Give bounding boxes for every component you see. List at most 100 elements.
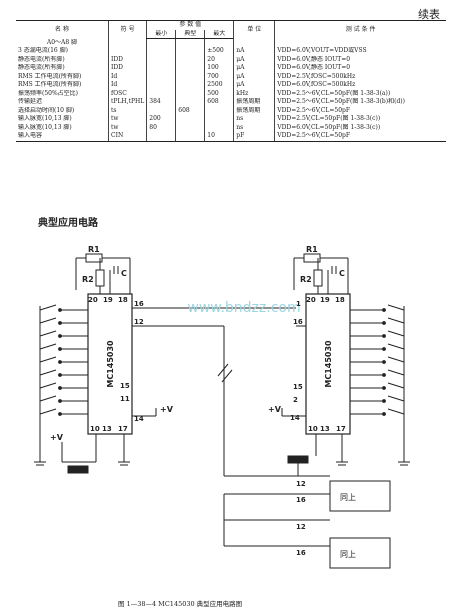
switch	[39, 408, 88, 416]
cell-name: 静态电流(所有脚)	[18, 55, 65, 63]
cell-max: 100	[204, 64, 234, 73]
cell-name: RMS 工作电流(所有脚)	[18, 81, 82, 88]
table-header-row: 名 称 符 号 参 数 值 单 位 测 试 条 件	[16, 20, 446, 39]
cell-min	[146, 72, 176, 81]
cell-symbol: IDD	[107, 64, 147, 73]
cell-min: 384	[146, 98, 176, 107]
section-title: 典型应用电路	[38, 218, 98, 229]
left-r1-label: R1	[88, 245, 100, 254]
same-block-1	[329, 480, 391, 512]
left-pushbutton	[67, 465, 89, 474]
cell-min	[146, 47, 176, 56]
cell-min	[146, 106, 176, 115]
cell-min: 80	[146, 123, 176, 132]
cell-cond: VDD=6.0V,fOSC=500kHz	[274, 81, 446, 90]
continued-label: 续表	[418, 8, 440, 21]
col-unit: 单 位	[233, 20, 275, 39]
svg-text:19: 19	[320, 296, 330, 304]
svg-text:20: 20	[88, 296, 98, 304]
switch	[39, 304, 88, 312]
col-name: 名 称	[16, 20, 109, 39]
svg-text:13: 13	[320, 425, 330, 433]
switch	[350, 317, 405, 325]
cell-min	[146, 55, 176, 64]
switch	[350, 356, 405, 364]
switch	[39, 395, 88, 403]
cell-unit: ns	[233, 123, 275, 132]
svg-text:14: 14	[134, 415, 144, 423]
svg-text:12: 12	[134, 318, 144, 326]
cell-max: ±500	[204, 47, 234, 56]
switch	[39, 382, 88, 390]
switch	[350, 304, 405, 312]
svg-text:18: 18	[335, 296, 345, 304]
col-typ: 典型	[175, 29, 205, 39]
svg-text:+V: +V	[160, 405, 174, 414]
cell-unit: μA	[233, 55, 275, 64]
cell-unit: μA	[233, 64, 275, 73]
cell-symbol: fOSC	[107, 89, 147, 98]
cell-min	[146, 132, 176, 142]
cell-name: 输入脉宽(10,13 脚)	[18, 123, 72, 131]
svg-text:16: 16	[296, 549, 306, 557]
cell-name: RMS 工作电流(所有脚)	[18, 72, 82, 80]
svg-text:18: 18	[118, 296, 128, 304]
cell-cond: VDD=6.0V,CL=50pF(图 1-38-3(c))	[274, 123, 446, 132]
cell-name: 输入电容	[16, 132, 109, 142]
cell-name: 选择启动时间(10 脚)	[18, 106, 75, 114]
cell-min: 200	[146, 115, 176, 124]
cell-name: 输入脉宽(10,13 脚)	[18, 115, 72, 122]
line-break-mark	[217, 363, 233, 383]
group-label: A0～A8 脚	[46, 38, 78, 46]
cell-unit: kHz	[233, 89, 275, 98]
svg-text:13: 13	[102, 425, 112, 433]
switch	[350, 369, 405, 377]
right-pushbutton	[287, 455, 309, 464]
svg-text:16: 16	[134, 300, 144, 308]
cell-typ	[175, 81, 205, 90]
svg-text:1: 1	[296, 300, 301, 308]
left-chip-label: MC145030	[106, 340, 115, 388]
svg-text:10: 10	[308, 425, 318, 433]
svg-text:2: 2	[293, 396, 298, 404]
cell-cond: VDD=2.5～6V,CL=50pF	[274, 132, 446, 142]
cell-typ	[175, 98, 205, 107]
repeat-block-2: 12 16 同上	[223, 493, 391, 569]
svg-text:15: 15	[120, 382, 130, 390]
cell-typ	[175, 115, 205, 124]
cell-typ	[175, 89, 205, 98]
cell-symbol: ts	[107, 106, 147, 115]
svg-text:R2: R2	[300, 275, 312, 284]
cell-unit: μA	[233, 72, 275, 81]
cell-cond: VDD=6.0V,静态 IOUT=0	[274, 55, 446, 64]
col-symbol: 符 号	[107, 20, 147, 39]
left-switch-bank	[39, 304, 88, 416]
cell-max: 700	[204, 72, 234, 81]
cell-max: 608	[204, 98, 234, 107]
svg-text:10: 10	[90, 425, 100, 433]
circuit-diagram: MC145030 R1 R2 C 20 19 18 16 12 15 11 14…	[34, 245, 410, 569]
cell-cond: VDD=2.5～6V,CL=50pF	[274, 106, 446, 115]
same-block-2	[329, 537, 391, 569]
cell-max	[204, 123, 234, 132]
cell-name: 3 态漏电流(16 脚)	[18, 47, 68, 54]
cell-typ	[175, 72, 205, 81]
svg-text:16: 16	[293, 318, 303, 326]
repeat-block-1: 12 16 同上	[224, 475, 391, 512]
cell-max	[204, 106, 234, 115]
watermark: www.bndzz.com	[187, 300, 300, 316]
cell-unit: 振荡周期	[233, 106, 275, 115]
cell-unit: nA	[233, 47, 275, 56]
switch	[350, 382, 405, 390]
table-subheader-row: 最小 典型 最大	[16, 29, 446, 39]
cell-symbol: Id	[107, 81, 147, 90]
cell-typ	[175, 47, 205, 56]
